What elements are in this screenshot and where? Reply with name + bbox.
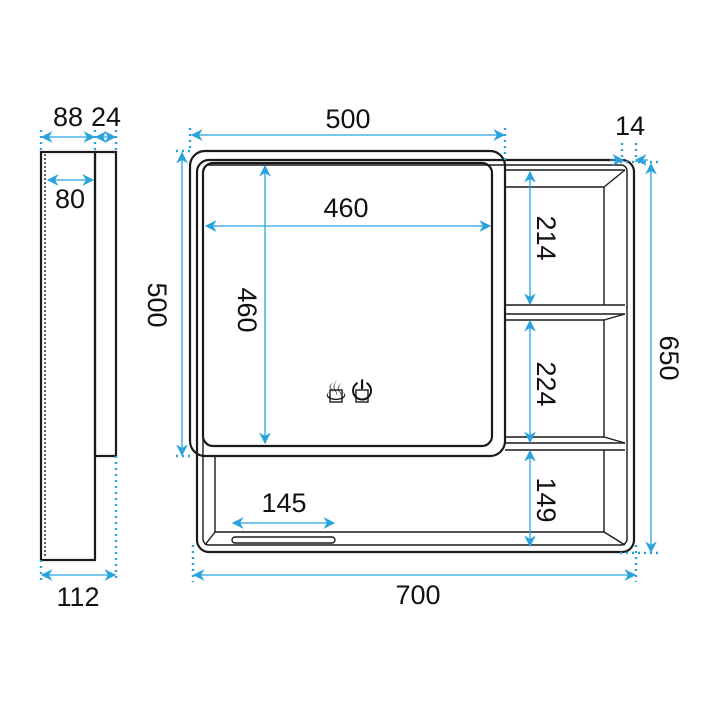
dim-label-500-width: 500	[325, 104, 370, 134]
dim-label-650: 650	[654, 335, 684, 380]
handle-slot	[231, 536, 336, 544]
shelves	[204, 169, 626, 546]
dim-label-460-height: 460	[232, 287, 262, 332]
defog-button[interactable]: ♨	[324, 376, 348, 406]
power-icon: ⏻	[351, 376, 372, 406]
front-view: ♨ ⏻ 500 460 500 460 214	[142, 104, 684, 610]
power-button[interactable]: ⏻	[351, 376, 372, 406]
defog-icon: ♨	[324, 376, 348, 406]
dim-label-14: 14	[615, 111, 645, 141]
dim-label-500-height: 500	[142, 282, 172, 327]
dim-label-112: 112	[56, 582, 99, 612]
dim-label-88: 88	[53, 102, 83, 132]
dim-label-149: 149	[531, 477, 561, 522]
dim-label-24: 24	[91, 102, 121, 132]
mirror-glass	[201, 161, 494, 448]
side-door	[93, 150, 118, 458]
dim-label-460-width: 460	[323, 193, 368, 223]
dim-label-145: 145	[261, 488, 306, 518]
dim-label-80: 80	[55, 184, 85, 214]
dim-label-224: 224	[531, 361, 561, 406]
mirror-door	[188, 149, 507, 458]
cabinet-outer-frame	[195, 158, 636, 554]
dim-label-214: 214	[531, 215, 561, 260]
dim-label-700: 700	[395, 580, 440, 610]
side-view: 88 24 80 112	[39, 102, 121, 612]
